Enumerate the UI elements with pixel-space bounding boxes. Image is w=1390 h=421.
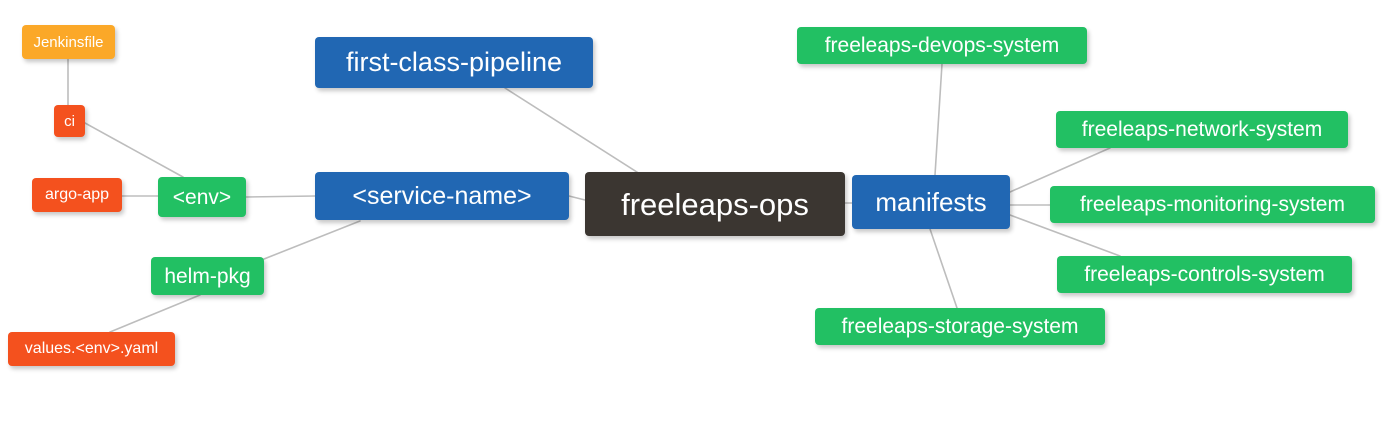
edge-manifests-to-freeleaps-devops-system <box>934 63 943 176</box>
node-label-freeleaps-devops-system: freeleaps-devops-system <box>824 34 1060 57</box>
node-freeleaps-controls-system[interactable]: freeleaps-controls-system <box>1057 256 1352 293</box>
edge-freeleaps-ops-to-first-class-pipeline <box>504 87 641 175</box>
node-freeleaps-ops[interactable]: freeleaps-ops <box>585 172 845 236</box>
node-label-helm-pkg: helm-pkg <box>164 264 251 288</box>
node-first-class-pipeline[interactable]: first-class-pipeline <box>315 37 593 88</box>
node-freeleaps-monitoring-system[interactable]: freeleaps-monitoring-system <box>1050 186 1375 223</box>
node-label-env: <env> <box>172 185 232 209</box>
node-label-freeleaps-monitoring-system: freeleaps-monitoring-system <box>1080 193 1345 216</box>
node-freeleaps-storage-system[interactable]: freeleaps-storage-system <box>815 308 1105 345</box>
node-service-name[interactable]: <service-name> <box>315 172 569 220</box>
node-label-ci: ci <box>64 112 75 130</box>
edge-manifests-to-freeleaps-storage-system <box>929 228 958 309</box>
node-env[interactable]: <env> <box>158 177 246 217</box>
node-label-freeleaps-controls-system: freeleaps-controls-system <box>1084 263 1325 286</box>
node-jenkinsfile[interactable]: Jenkinsfile <box>22 25 115 59</box>
node-label-freeleaps-ops: freeleaps-ops <box>621 186 809 222</box>
node-label-values-yaml: values.<env>.yaml <box>24 340 159 357</box>
node-ci[interactable]: ci <box>54 105 85 137</box>
edge-service-name-to-helm-pkg <box>263 220 361 260</box>
node-label-freeleaps-storage-system: freeleaps-storage-system <box>841 315 1079 338</box>
node-label-first-class-pipeline: first-class-pipeline <box>345 47 563 77</box>
node-manifests[interactable]: manifests <box>852 175 1010 229</box>
edge-helm-pkg-to-values-yaml <box>109 294 201 333</box>
node-values-yaml[interactable]: values.<env>.yaml <box>8 332 175 366</box>
edge-env-to-ci <box>84 122 184 178</box>
node-label-manifests: manifests <box>875 187 987 217</box>
node-label-freeleaps-network-system: freeleaps-network-system <box>1081 118 1323 141</box>
node-argo-app[interactable]: argo-app <box>32 178 122 212</box>
edge-service-name-to-env <box>245 195 316 198</box>
node-label-argo-app: argo-app <box>44 186 110 203</box>
node-label-service-name: <service-name> <box>352 181 532 210</box>
node-label-jenkinsfile: Jenkinsfile <box>33 33 104 51</box>
node-freeleaps-devops-system[interactable]: freeleaps-devops-system <box>797 27 1087 64</box>
node-freeleaps-network-system[interactable]: freeleaps-network-system <box>1056 111 1348 148</box>
node-helm-pkg[interactable]: helm-pkg <box>151 257 264 295</box>
edge-freeleaps-ops-to-service-name <box>568 195 586 201</box>
